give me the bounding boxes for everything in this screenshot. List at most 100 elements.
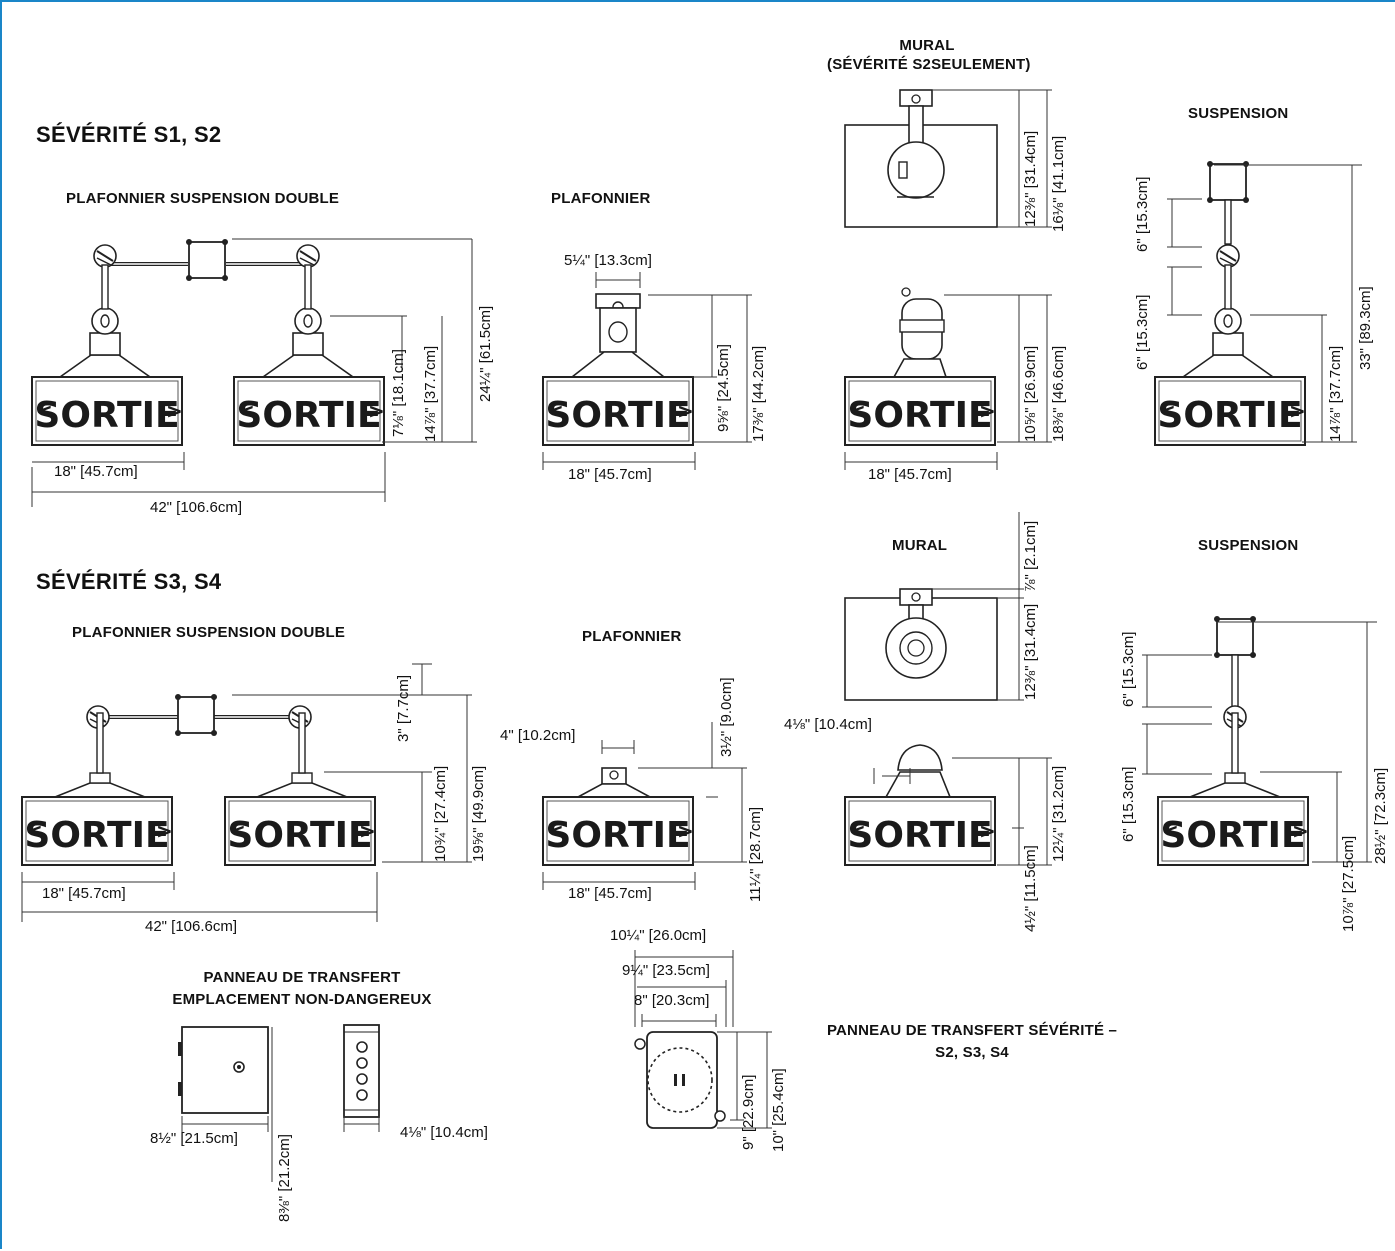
chevron-left-icon: <	[547, 399, 564, 423]
dim-height-label: 24¼" [61.5cm]	[477, 305, 494, 402]
subtitle-pendant: SUSPENSION	[1188, 105, 1289, 122]
dim-height-label: 33" [89.3cm]	[1357, 286, 1374, 370]
dim-height-label: ⅞" [2.1cm]	[1022, 520, 1039, 592]
sign-text: SORTIE	[545, 815, 690, 856]
chevron-left-icon: <	[849, 819, 866, 843]
chevron-left-icon: <	[1162, 819, 1179, 843]
chevron-left-icon: <	[238, 399, 255, 423]
dim-height-label: 9" [22.9cm]	[740, 1074, 757, 1150]
section-heading-s34: SÉVÉRITÉ S3, S4	[36, 569, 222, 594]
dim-height-label: 28½" [72.3cm]	[1372, 767, 1389, 864]
section-heading-s12: SÉVÉRITÉ S1, S2	[36, 122, 222, 147]
chevron-left-icon: <	[849, 399, 866, 423]
subtitle-ceiling: PLAFONNIER	[551, 190, 651, 207]
subtitle-double-pendant: PLAFONNIER SUSPENSION DOUBLE	[72, 624, 346, 641]
chevron-left-icon: <	[229, 819, 246, 843]
s12-pendant-drawing	[1154, 160, 1362, 446]
dim-height-label: 10⅝" [26.9cm]	[1022, 345, 1039, 442]
transfer-panel-sev-drawing	[634, 950, 772, 1129]
dim-width-label: 9¼" [23.5cm]	[622, 962, 710, 979]
dim-height-label: 14⅞" [37.7cm]	[422, 345, 439, 442]
s12-double-pendant-drawing	[31, 238, 477, 507]
subtitle-wall: MURAL	[892, 537, 948, 554]
dim-width-label: 8½" [21.5cm]	[150, 1130, 238, 1147]
dim-height-label: 7⅛" [18.1cm]	[390, 349, 407, 437]
subtitle-ceiling: PLAFONNIER	[582, 628, 682, 645]
dim-height-label: 4½" [11.5cm]	[1022, 845, 1039, 932]
subtitle-transfer-panel: PANNEAU DE TRANSFERT	[203, 969, 401, 986]
s34-pendant-drawing	[1142, 615, 1377, 866]
dim-height-label: 6" [15.3cm]	[1120, 631, 1137, 707]
transfer-panel-nd-drawing	[178, 1024, 380, 1182]
sign-text: SORTIE	[545, 395, 690, 436]
chevron-right-icon: >	[979, 399, 996, 423]
dim-height-label: 12⅜" [31.4cm]	[1022, 603, 1039, 700]
s12-wall-drawing	[844, 89, 1052, 470]
chevron-left-icon: <	[26, 819, 43, 843]
dim-height-label: 10" [25.4cm]	[770, 1068, 787, 1152]
dim-width-label: 5¼" [13.3cm]	[564, 252, 652, 269]
subtitle-double-pendant: PLAFONNIER SUSPENSION DOUBLE	[66, 190, 340, 207]
chevron-right-icon: >	[979, 819, 996, 843]
sign-text: SORTIE	[847, 815, 992, 856]
dim-height-label: 6" [15.3cm]	[1134, 294, 1151, 370]
dim-height-label: 10¾" [27.4cm]	[432, 765, 449, 862]
dim-height-label: 6" [15.3cm]	[1120, 766, 1137, 842]
s34-double-pendant-drawing	[21, 663, 472, 922]
chevron-right-icon: >	[166, 399, 183, 423]
chevron-left-icon: <	[1159, 399, 1176, 423]
subtitle-wall-note: (SÉVÉRITÉ S2SEULEMENT)	[827, 56, 1031, 73]
s34-wall-drawing	[844, 512, 1052, 866]
subtitle-wall: MURAL	[899, 37, 955, 54]
dim-height-label: 3" [7.7cm]	[395, 674, 412, 742]
dim-height-label: 14⅞" [37.7cm]	[1327, 345, 1344, 442]
dim-height-label: 17⅜" [44.2cm]	[750, 345, 767, 442]
dim-width-label: 18" [45.7cm]	[54, 463, 138, 480]
subtitle-transfer-severity: PANNEAU DE TRANSFERT SÉVÉRITÉ –	[826, 1022, 1118, 1039]
subtitle-transfer-location: EMPLACEMENT NON-DANGEREUX	[172, 991, 432, 1008]
sign-texts: < SORTIE > < SORTIE > < SORTIE > < SORTI…	[24, 395, 1308, 856]
sign-text: SORTIE	[24, 815, 169, 856]
chevron-left-icon: <	[36, 399, 53, 423]
chevron-right-icon: >	[359, 819, 376, 843]
chevron-right-icon: >	[677, 399, 694, 423]
chevron-right-icon: >	[1289, 399, 1306, 423]
dim-width-label: 18" [45.7cm]	[568, 885, 652, 902]
sign-text: SORTIE	[1160, 815, 1305, 856]
sign-text: SORTIE	[236, 395, 381, 436]
s34-ceiling-drawing	[542, 722, 747, 890]
sign-text: SORTIE	[34, 395, 179, 436]
dim-height-label: 18⅜" [46.6cm]	[1050, 345, 1067, 442]
dim-height-label: 3½" [9.0cm]	[718, 677, 735, 757]
dim-width-label: 10¼" [26.0cm]	[610, 927, 707, 944]
dim-width-label: 18" [45.7cm]	[568, 466, 652, 483]
dim-height-label: 12¼" [31.2cm]	[1050, 765, 1067, 862]
dim-height-label: 19⅝" [49.9cm]	[470, 765, 487, 862]
dim-height-label: 16⅛" [41.1cm]	[1050, 135, 1067, 232]
dim-width-label: 18" [45.7cm]	[868, 466, 952, 483]
sign-text: SORTIE	[1157, 395, 1302, 436]
chevron-right-icon: >	[368, 399, 385, 423]
dim-width-label: 4⅛" [10.4cm]	[400, 1124, 488, 1141]
dim-height-label: 8⅜" [21.2cm]	[276, 1134, 293, 1222]
chevron-right-icon: >	[156, 819, 173, 843]
dim-width-label: 4" [10.2cm]	[500, 727, 576, 744]
dim-height-label: 10⅞" [27.5cm]	[1340, 835, 1357, 932]
dim-height-label: 6" [15.3cm]	[1134, 176, 1151, 252]
sign-text: SORTIE	[227, 815, 372, 856]
chevron-right-icon: >	[677, 819, 694, 843]
dim-height-label: 12⅜" [31.4cm]	[1022, 130, 1039, 227]
dim-height-label: 9⅝" [24.5cm]	[715, 344, 732, 432]
dim-height-label: 11¼" [28.7cm]	[747, 806, 764, 902]
chevron-right-icon: >	[1292, 819, 1309, 843]
dim-width-label: 42" [106.6cm]	[145, 918, 238, 935]
dim-width-label: 42" [106.6cm]	[150, 499, 243, 516]
subtitle-pendant: SUSPENSION	[1198, 537, 1299, 554]
dim-width-label: 4⅛" [10.4cm]	[784, 716, 872, 733]
s12-ceiling-drawing	[542, 272, 752, 470]
sign-text: SORTIE	[847, 395, 992, 436]
subtitle-transfer-severity-classes: S2, S3, S4	[935, 1044, 1009, 1061]
chevron-left-icon: <	[547, 819, 564, 843]
